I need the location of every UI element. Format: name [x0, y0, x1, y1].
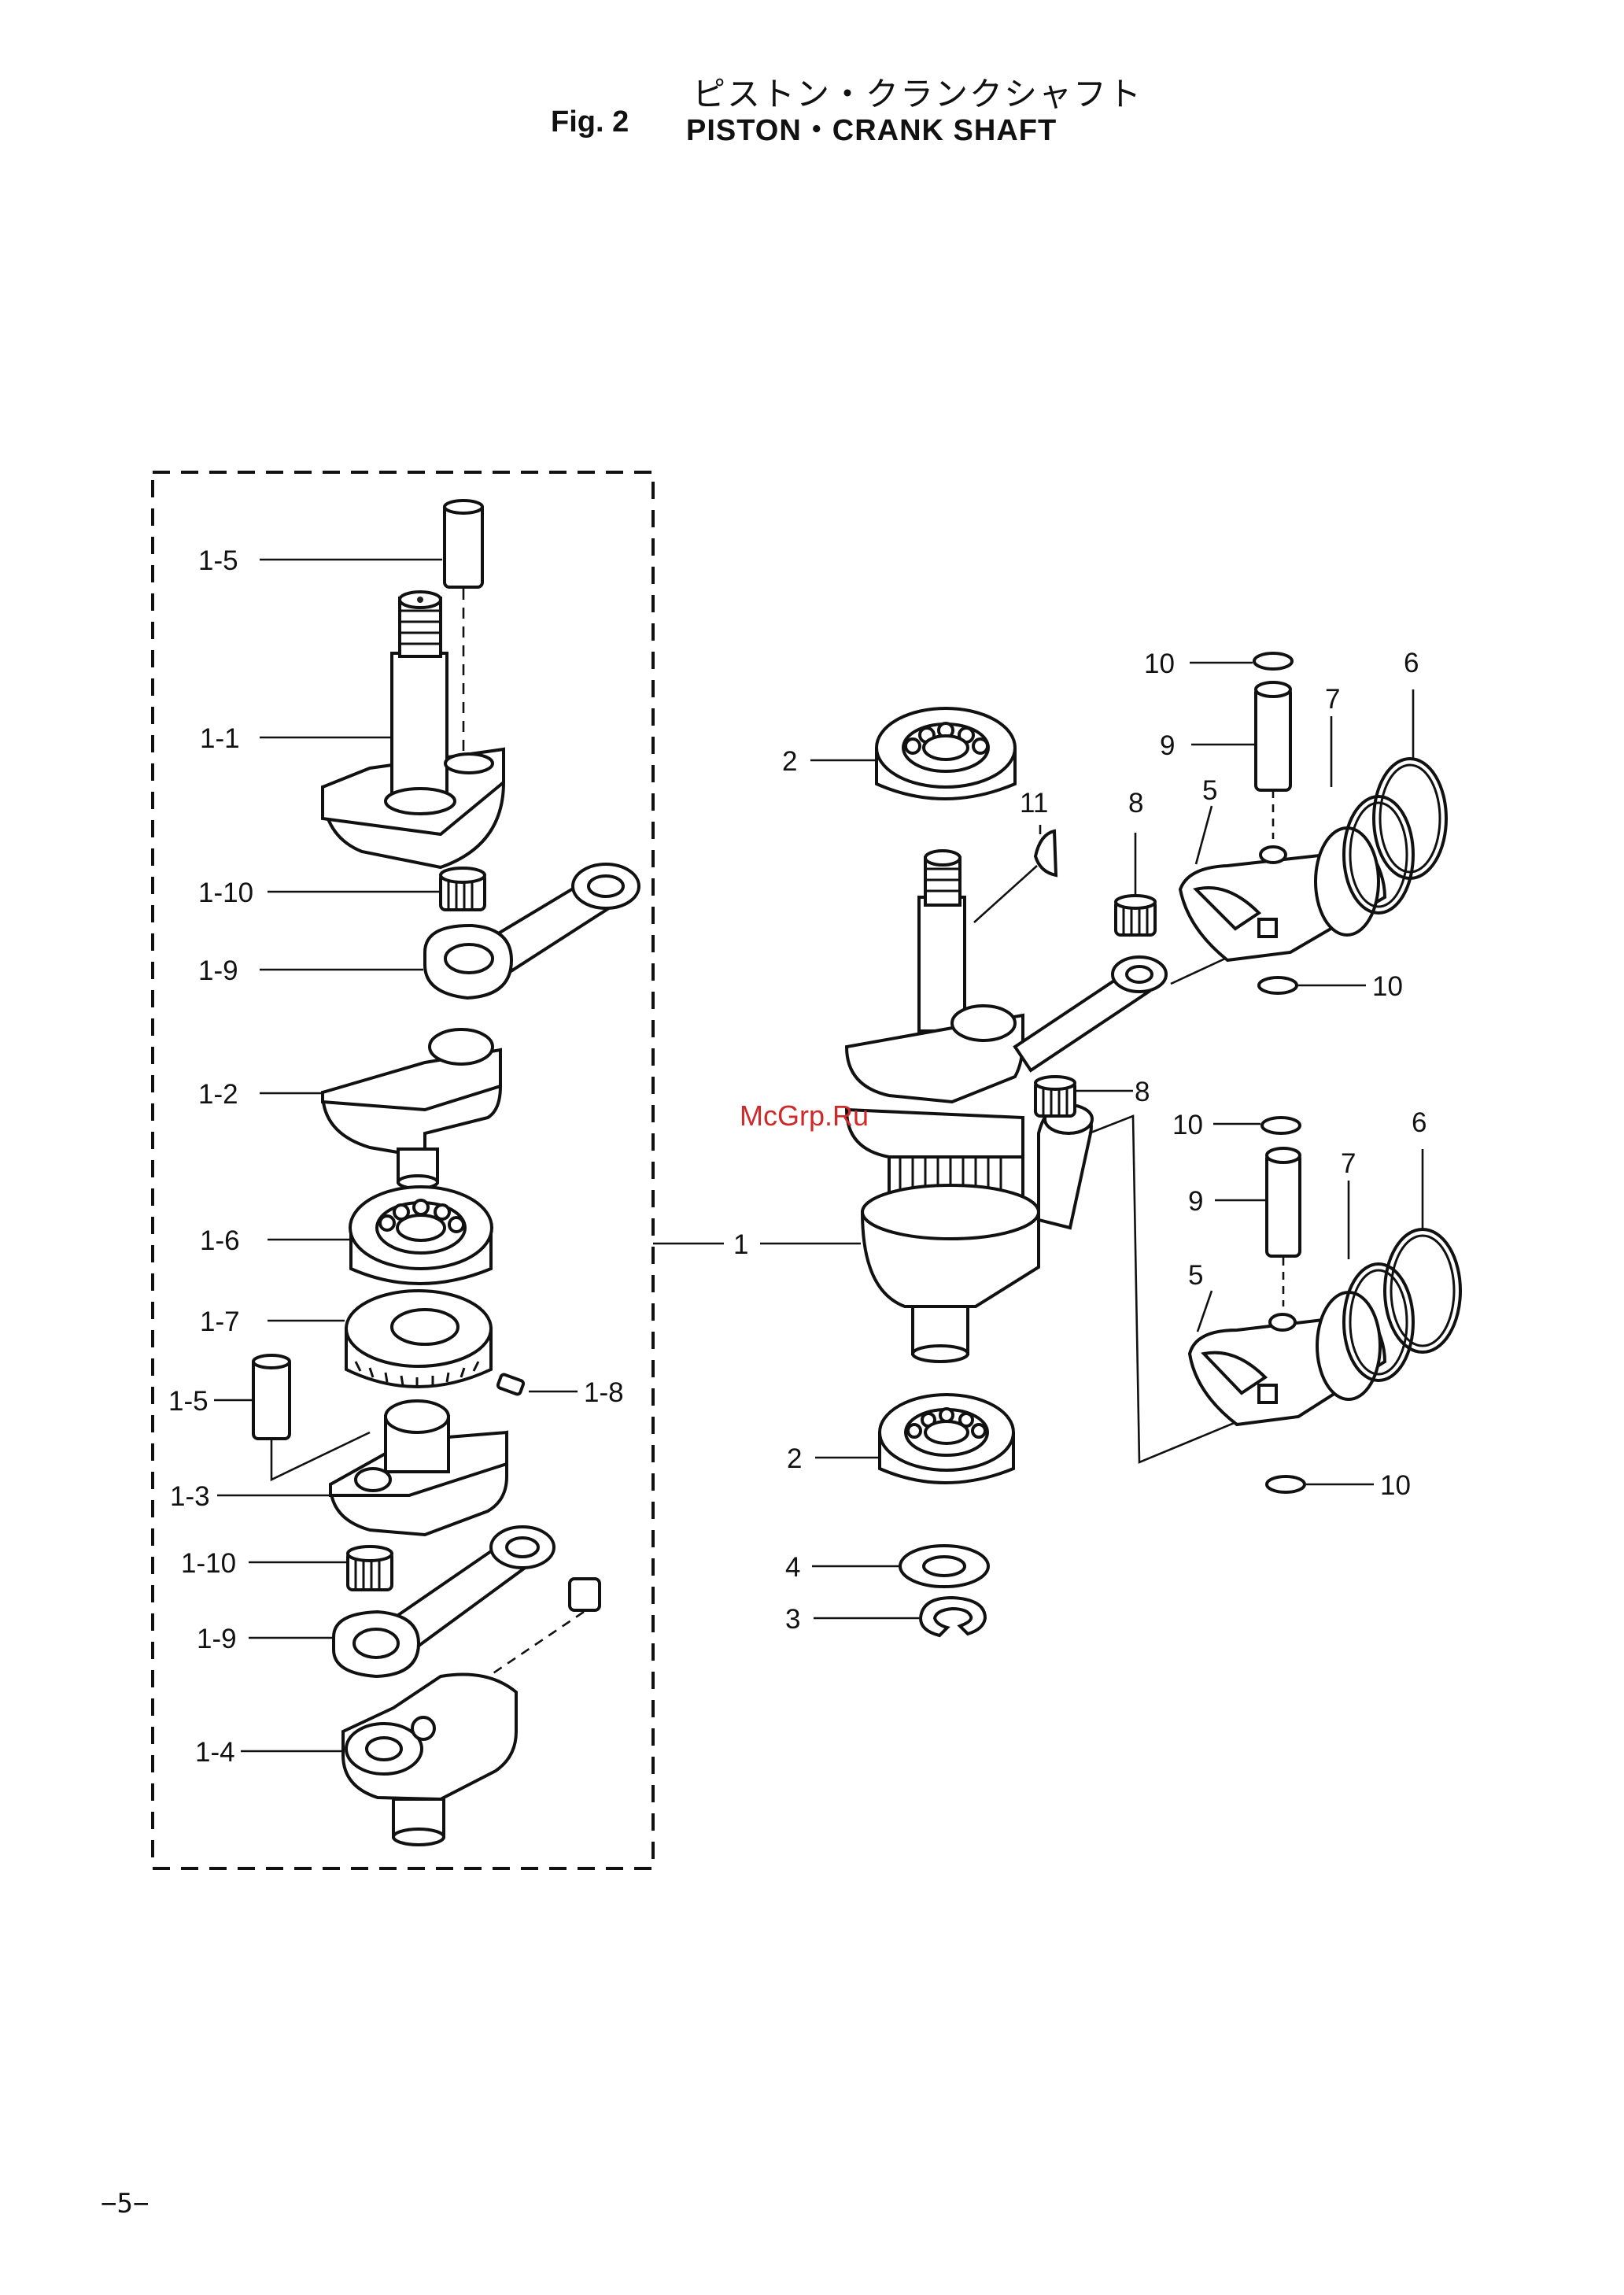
label-8-lower: 8 [1135, 1077, 1150, 1107]
crank-pin-top [445, 501, 482, 587]
label-5-top: 5 [1202, 775, 1217, 806]
label-1-7: 1-7 [200, 1306, 240, 1337]
label-1-9-lower: 1-9 [197, 1624, 237, 1654]
label-1-5-lower: 1-5 [168, 1386, 209, 1417]
label-1-8: 1-8 [584, 1377, 624, 1408]
label-7-top: 7 [1325, 684, 1340, 715]
lower-crankshaft [343, 1675, 516, 1846]
label-5-lower: 5 [1188, 1260, 1203, 1291]
label-1-10-top: 1-10 [198, 878, 253, 908]
label-2-bottom: 2 [787, 1443, 802, 1474]
label-7-lower: 7 [1341, 1148, 1356, 1179]
label-11: 11 [1020, 788, 1048, 819]
watermark: McGrp.Ru [740, 1099, 869, 1132]
label-1-2: 1-2 [198, 1079, 238, 1110]
label-6-lower: 6 [1412, 1107, 1427, 1138]
dowel-pin [497, 1373, 524, 1395]
label-2-top: 2 [782, 746, 797, 777]
label-1-1: 1-1 [200, 723, 240, 754]
crank-pin-lower [253, 1355, 290, 1439]
ball-bearing-bottom [880, 1395, 1013, 1483]
snap-ring [921, 1598, 985, 1635]
label-3: 3 [785, 1604, 800, 1635]
label-10-top-lower: 10 [1372, 971, 1403, 1002]
piston-ring-top-1 [1374, 759, 1446, 878]
label-10-lower-upper: 10 [1172, 1110, 1203, 1140]
label-9-top: 9 [1160, 730, 1175, 761]
woodruff-key [1035, 831, 1056, 875]
ball-bearing-middle [350, 1187, 492, 1284]
label-9-lower: 9 [1188, 1186, 1203, 1217]
label-1-5-top: 1-5 [198, 545, 238, 576]
circlip-top-lower [1259, 978, 1297, 993]
label-1-4: 1-4 [195, 1737, 235, 1768]
small-end-bearing-top [1116, 896, 1155, 935]
small-end-bearing-lower [1035, 1077, 1075, 1116]
crank-web-lower [330, 1401, 507, 1535]
label-1-6: 1-6 [200, 1225, 240, 1256]
label-6-top: 6 [1404, 648, 1419, 678]
label-10-lower-lower: 10 [1380, 1470, 1411, 1501]
ball-bearing-top [877, 708, 1015, 799]
circlip-lower-upper [1262, 1118, 1300, 1133]
label-1-10-lower: 1-10 [181, 1548, 236, 1579]
small-pin [570, 1579, 600, 1610]
needle-bearing-lower [348, 1547, 392, 1590]
label-8-top: 8 [1128, 788, 1143, 819]
circlip-top-upper [1254, 653, 1292, 669]
needle-bearing-upper [441, 868, 485, 910]
thrust-washer [900, 1546, 988, 1587]
gear-collar [346, 1291, 491, 1387]
piston-lower [1190, 1292, 1385, 1425]
label-10-top: 10 [1144, 649, 1175, 679]
label-4: 4 [785, 1552, 800, 1583]
piston-pin-top [1256, 682, 1290, 790]
upper-crankshaft [323, 592, 504, 867]
label-1: 1 [733, 1229, 748, 1260]
piston-ring-lower-1 [1385, 1229, 1460, 1352]
crank-web-upper [323, 1029, 500, 1188]
label-1-9-top: 1-9 [198, 955, 238, 986]
label-1-3: 1-3 [170, 1481, 210, 1512]
circlip-lower-lower [1267, 1476, 1305, 1492]
page-number: −5− [101, 2188, 149, 2219]
piston-pin-lower [1267, 1148, 1300, 1256]
